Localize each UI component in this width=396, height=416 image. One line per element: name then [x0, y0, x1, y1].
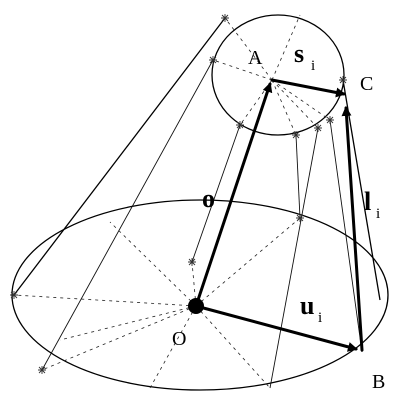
base-construction-lines [13, 217, 301, 389]
label-vector-l: l [364, 187, 371, 216]
label-vector-u: u [300, 291, 314, 320]
outline-edges [13, 17, 381, 389]
star-markers [10, 14, 347, 374]
label-vector-s: s [294, 39, 304, 68]
label-vector-l-sub: i [376, 206, 380, 222]
label-vector-o: o [202, 184, 215, 213]
label-vector-u-sub: i [318, 310, 322, 326]
vector-s [270, 78, 346, 98]
label-vector-s-sub: i [311, 58, 315, 74]
vector-u [194, 304, 358, 352]
label-point-C: C [360, 73, 373, 95]
label-point-A: A [248, 47, 263, 69]
label-point-B: B [372, 371, 385, 393]
origin-point [188, 298, 204, 314]
vector-o [194, 82, 273, 308]
vector-l [341, 106, 364, 352]
top-ellipse [211, 14, 345, 136]
label-point-O: O [172, 328, 186, 350]
